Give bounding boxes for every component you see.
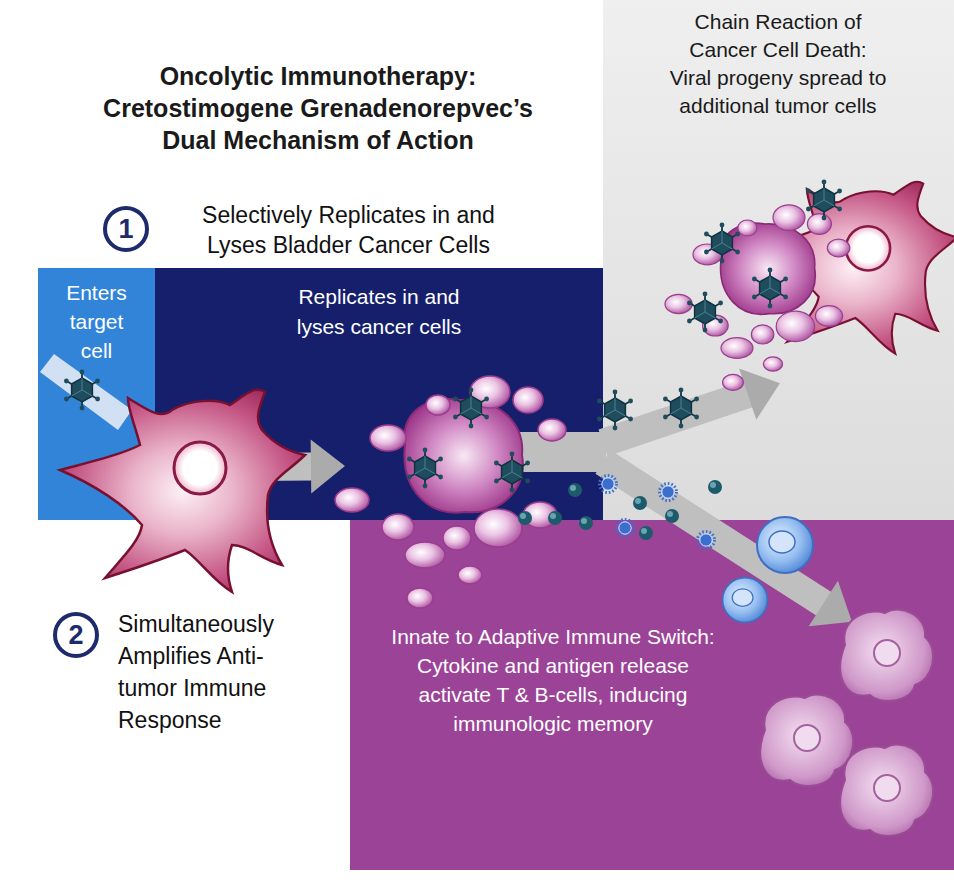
box-label: Replicates in and lyses cancer cells: [279, 282, 479, 342]
diagram-box: Enters target cell: [38, 268, 155, 520]
diagram-title: Oncolytic Immunotherapy: Cretostimogene …: [78, 60, 558, 156]
box-body: Viral progeny spread to additional tumor…: [664, 64, 892, 120]
callout-number: 1: [103, 206, 149, 252]
diagram-box: Innate to Adaptive Immune Switch:Cytokin…: [350, 520, 954, 870]
diagram-box: Replicates in and lyses cancer cells: [155, 268, 603, 520]
box-label: Enters target cell: [56, 278, 137, 365]
box-body: Cytokine and antigen release activate T …: [383, 651, 723, 738]
diagram-box: 1 Selectively Replicates in and Lyses Bla…: [103, 198, 573, 262]
box-heading: Chain Reaction of Cancer Cell Death:: [664, 8, 892, 64]
step-heading: Selectively Replicates in and Lyses Blad…: [176, 200, 521, 260]
callout-number: 2: [53, 612, 99, 658]
step-heading: Simultaneously Amplifies Anti-tumor Immu…: [118, 608, 318, 736]
diagram-box: Chain Reaction of Cancer Cell Death:Vira…: [603, 0, 954, 520]
diagram-box: 2Simultaneously Amplifies Anti-tumor Imm…: [53, 612, 343, 752]
box-heading: Innate to Adaptive Immune Switch:: [383, 622, 723, 651]
